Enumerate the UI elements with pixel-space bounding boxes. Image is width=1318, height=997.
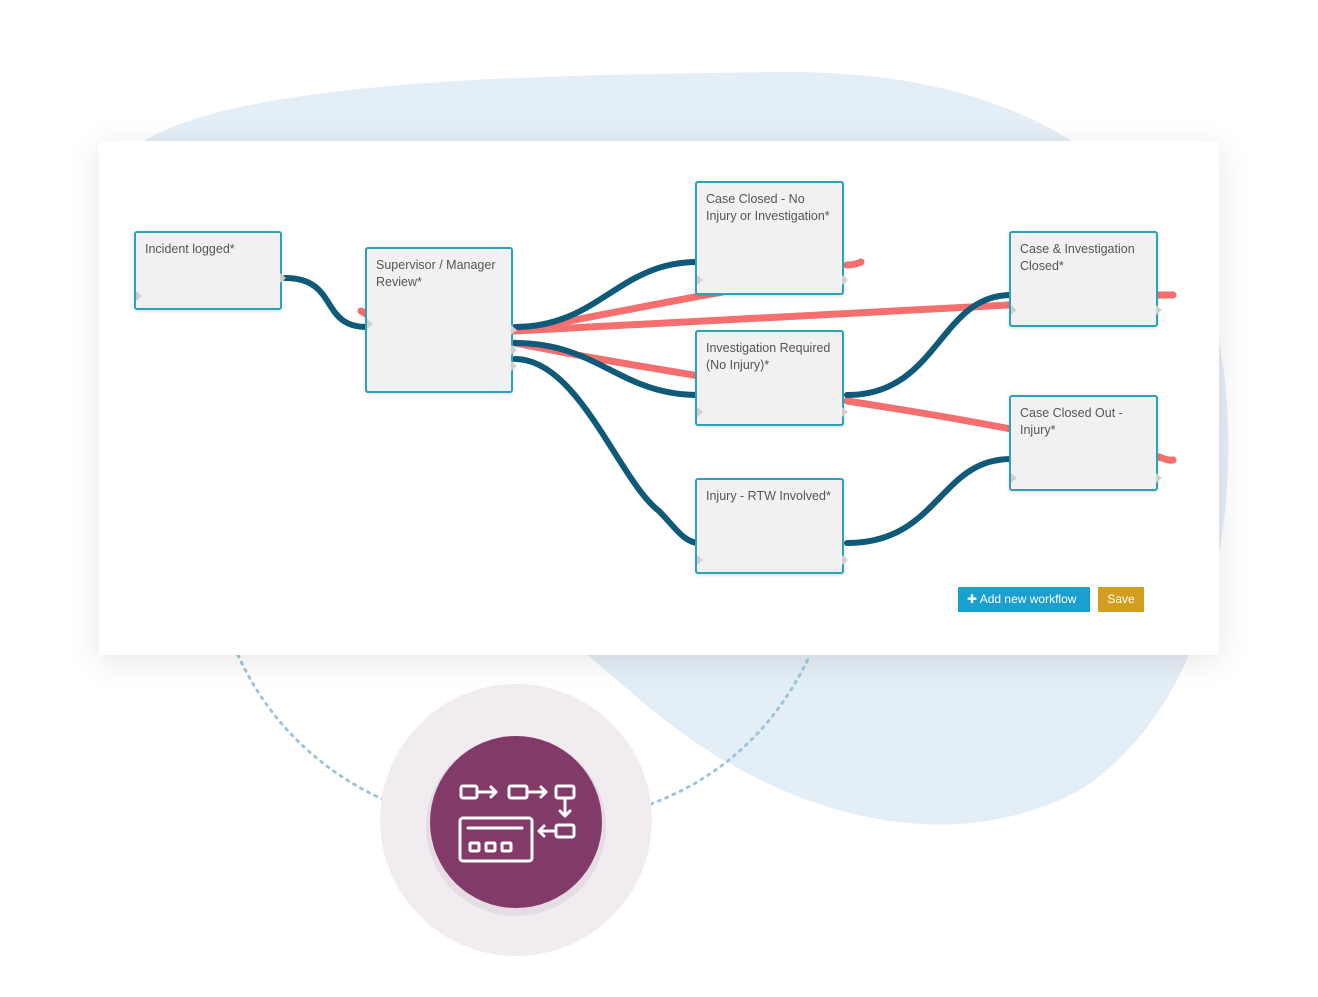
node-supervisor-review[interactable]: Supervisor / Manager Review* bbox=[365, 247, 517, 393]
node-label: Injury - RTW Involved* bbox=[706, 489, 831, 503]
link-primary bbox=[512, 340, 702, 398]
link-alt bbox=[843, 397, 1015, 433]
workflow-editor-panel: Incident logged* Supervisor / Manager Re… bbox=[99, 141, 1219, 655]
node-investigation-required[interactable]: Investigation Required (No Injury)* bbox=[695, 330, 848, 426]
output-port[interactable] bbox=[511, 361, 517, 371]
node-label: Supervisor / Manager Review* bbox=[376, 258, 496, 289]
link-primary bbox=[512, 356, 702, 546]
link-alt bbox=[511, 301, 1013, 335]
link-alt bbox=[511, 339, 703, 380]
node-label: Case & Investigation Closed* bbox=[1020, 242, 1135, 273]
node-label: Case Closed Out - Injury* bbox=[1020, 406, 1123, 437]
link-primary bbox=[512, 258, 702, 330]
link-primary bbox=[282, 275, 370, 330]
dotted-arc bbox=[236, 653, 812, 824]
output-port[interactable] bbox=[280, 273, 286, 283]
output-port[interactable] bbox=[511, 345, 517, 355]
output-port[interactable] bbox=[1156, 305, 1162, 315]
workflow-badge bbox=[430, 736, 602, 908]
node-label: Case Closed - No Injury or Investigation… bbox=[706, 192, 830, 223]
add-new-workflow-button[interactable]: ✚ Add new workflow bbox=[958, 587, 1090, 612]
link-stub bbox=[843, 258, 865, 269]
link-primary bbox=[844, 456, 1014, 546]
output-port[interactable] bbox=[511, 325, 517, 335]
output-port[interactable] bbox=[842, 275, 848, 285]
input-port[interactable] bbox=[697, 555, 703, 565]
input-port[interactable] bbox=[136, 291, 142, 301]
input-port[interactable] bbox=[1011, 473, 1017, 483]
workflow-icon bbox=[430, 736, 602, 908]
input-port[interactable] bbox=[697, 275, 703, 285]
workflow-connections bbox=[282, 258, 1177, 546]
output-port[interactable] bbox=[842, 555, 848, 565]
node-injury-rtw[interactable]: Injury - RTW Involved* bbox=[695, 478, 848, 574]
node-case-investigation-closed[interactable]: Case & Investigation Closed* bbox=[1009, 231, 1162, 327]
output-port[interactable] bbox=[842, 407, 848, 417]
input-port[interactable] bbox=[697, 407, 703, 417]
input-port[interactable] bbox=[367, 319, 373, 329]
node-case-closed-no-injury[interactable]: Case Closed - No Injury or Investigation… bbox=[695, 181, 848, 295]
node-label: Incident logged* bbox=[145, 242, 235, 256]
input-port[interactable] bbox=[1011, 305, 1017, 315]
link-stub bbox=[1155, 453, 1177, 464]
node-label: Investigation Required (No Injury)* bbox=[706, 341, 831, 372]
save-button[interactable]: Save bbox=[1098, 587, 1144, 612]
output-port[interactable] bbox=[1156, 473, 1162, 483]
link-primary bbox=[844, 292, 1014, 398]
node-case-closed-out-injury[interactable]: Case Closed Out - Injury* bbox=[1009, 395, 1162, 491]
node-incident-logged[interactable]: Incident logged* bbox=[134, 231, 286, 310]
